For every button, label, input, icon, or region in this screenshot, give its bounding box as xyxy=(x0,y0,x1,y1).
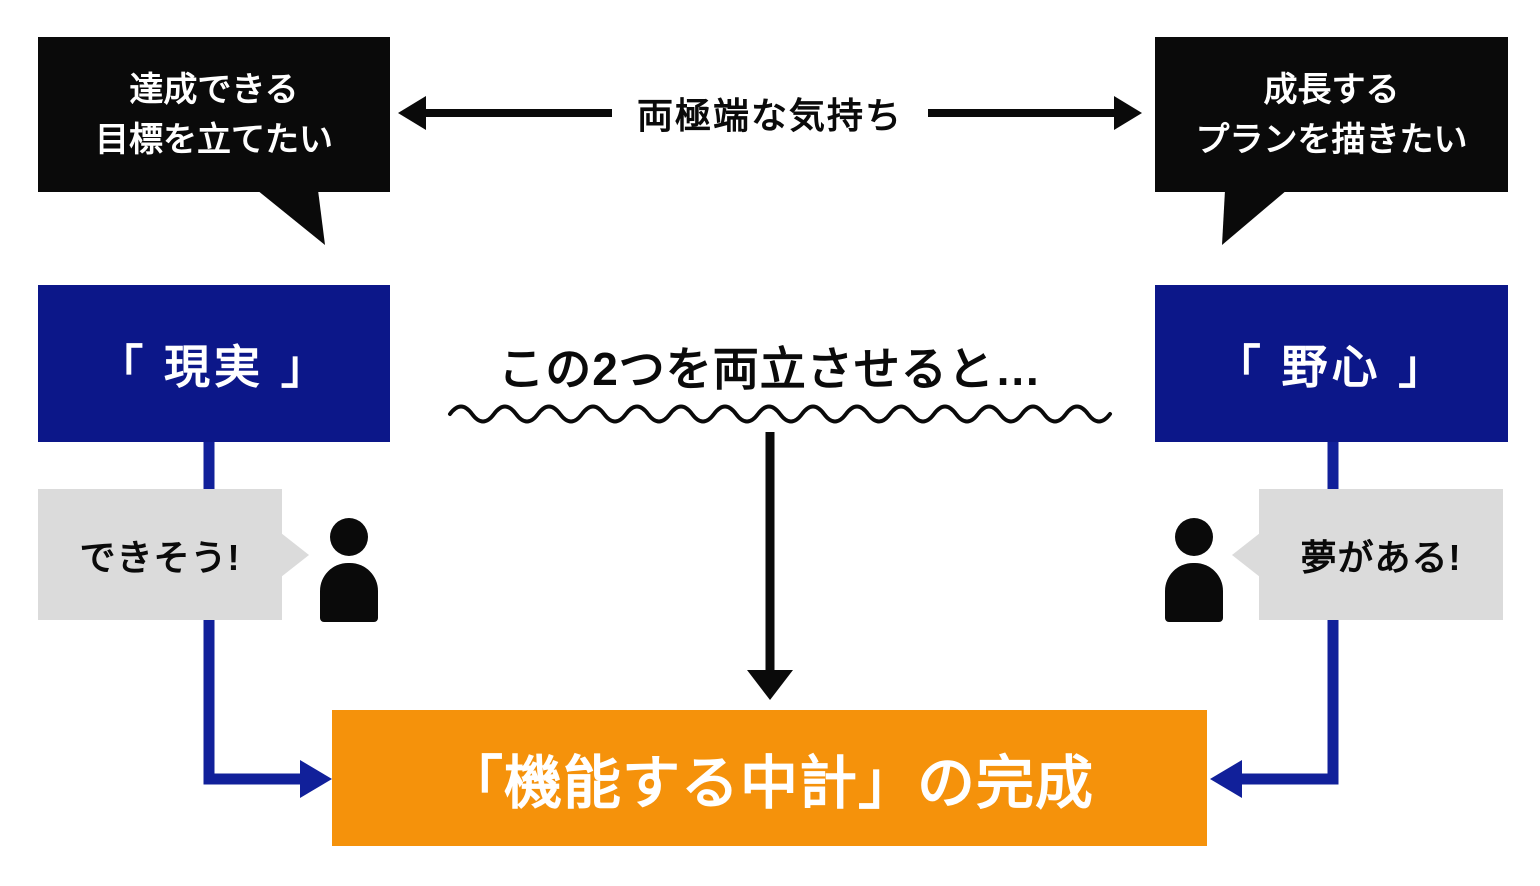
goal-speech-line2: 目標を立てたい xyxy=(95,120,333,159)
dream-callout: 夢がある! xyxy=(1232,489,1503,620)
wavy-underline xyxy=(448,404,1112,424)
person-head xyxy=(1175,518,1213,556)
person-torso xyxy=(1165,563,1223,622)
speech-tail-icon xyxy=(1222,190,1287,245)
goal-speech-bubble: 達成できる 目標を立てたい xyxy=(38,37,390,245)
person-head xyxy=(330,518,368,556)
ambition-box: 「 野心 」 xyxy=(1155,285,1508,442)
plan-speech-bubble: 成長する プランを描きたい xyxy=(1155,37,1508,245)
doable-callout: できそう! xyxy=(38,489,309,620)
mutual-arrow-left xyxy=(398,96,612,130)
center-statement: この2つを両立させると… xyxy=(498,343,1042,395)
result-box: 「機能する中計」の完成 xyxy=(332,710,1207,846)
person-icon xyxy=(1162,518,1226,624)
down-arrow xyxy=(747,432,793,700)
goal-speech-line1: 達成できる xyxy=(129,70,299,109)
mutual-arrow-right xyxy=(928,96,1142,130)
plan-speech-line2: プランを描きたい xyxy=(1195,120,1468,159)
callout-tail xyxy=(1232,532,1260,577)
person-torso xyxy=(320,563,378,622)
speech-tail-icon xyxy=(257,190,325,245)
person-icon xyxy=(317,518,381,624)
plan-speech-line1: 成長する xyxy=(1263,70,1400,109)
callout-tail xyxy=(281,532,309,577)
reality-box: 「 現実 」 xyxy=(38,285,390,442)
doable-callout-text: できそう! xyxy=(79,536,241,578)
dream-callout-text: 夢がある! xyxy=(1300,536,1462,578)
two-extremes-label: 両極端な気持ち xyxy=(636,95,903,136)
